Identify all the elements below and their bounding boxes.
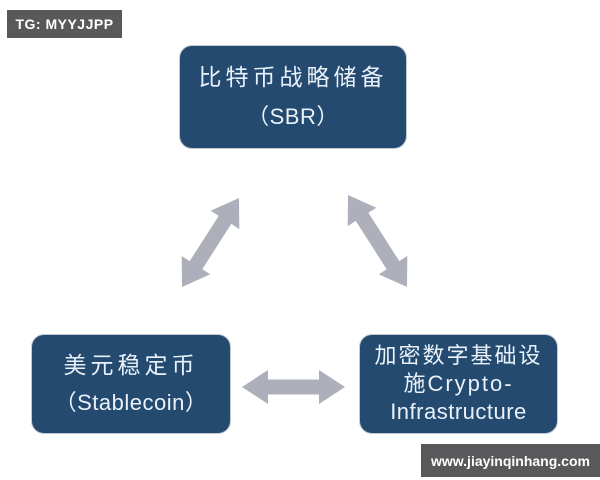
arrow-sbr-crypto-infrastructure xyxy=(347,195,408,287)
telegram-watermark-text: TG: MYYJJPP xyxy=(15,16,114,32)
node-sbr-title-zh: 比特币战略储备 xyxy=(198,63,388,90)
node-stablecoin-title-en: （Stablecoin） xyxy=(54,390,208,416)
node-crypto-title-zh-line1: 加密数字基础设 xyxy=(374,342,543,368)
node-sbr-title-en: （SBR） xyxy=(247,104,339,130)
node-crypto-infrastructure: 加密数字基础设 施Crypto- Infrastructure xyxy=(360,335,557,433)
node-stablecoin-title-zh: 美元稳定币 xyxy=(63,351,199,378)
node-usd-stablecoin: 美元稳定币 （Stablecoin） xyxy=(32,335,230,433)
telegram-watermark: TG: MYYJJPP xyxy=(7,10,122,38)
node-crypto-title-en: Infrastructure xyxy=(390,399,527,425)
website-watermark: www.jiayinqinhang.com xyxy=(421,444,600,477)
arrow-sbr-stablecoin xyxy=(181,198,240,287)
arrow-stablecoin-crypto-infrastructure xyxy=(242,370,345,404)
node-crypto-title-zh-line2: 施Crypto- xyxy=(403,370,514,396)
node-bitcoin-strategic-reserve: 比特币战略储备 （SBR） xyxy=(180,46,406,148)
website-watermark-text: www.jiayinqinhang.com xyxy=(431,452,590,469)
